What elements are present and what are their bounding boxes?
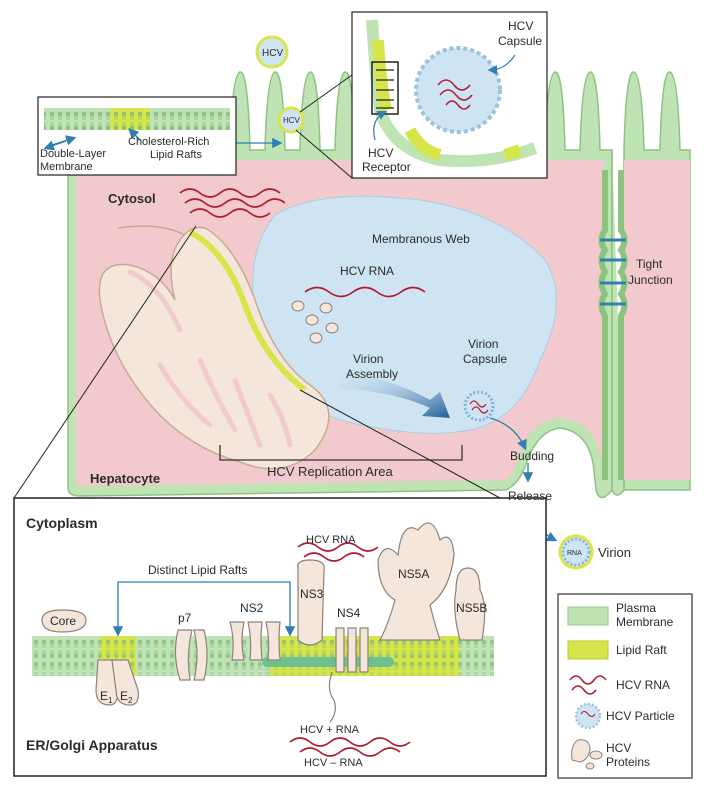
released-virion <box>558 534 594 570</box>
web-rna <box>304 286 426 298</box>
label-cytosol: Cytosol <box>108 191 156 206</box>
label-lipid-rafts-2: Lipid Rafts <box>150 149 202 161</box>
protein-ns5b <box>454 567 486 641</box>
legend-label-raft: Lipid Raft <box>616 643 667 657</box>
label-ns5b: NS5B <box>456 601 487 615</box>
label-er-golgi: ER/Golgi Apparatus <box>26 737 158 753</box>
label-ns3: NS3 <box>300 587 324 601</box>
protein-ns3 <box>297 559 325 646</box>
label-core: Core <box>50 614 76 628</box>
receptor-inset <box>351 11 548 179</box>
label-cytoplasm: Cytoplasm <box>26 515 98 531</box>
protein-ns5a <box>377 522 455 641</box>
hcv-particle-bound <box>277 106 305 134</box>
label-hcv-plus-rna: HCV + RNA <box>300 724 360 736</box>
label-virion-rna: RNA <box>567 550 582 557</box>
label-double-layer-1: Double-Layer <box>40 148 106 160</box>
replication-bracket <box>219 445 463 461</box>
label-virion-capsule-2: Capsule <box>463 352 507 366</box>
label-ns5a: NS5A <box>398 567 429 581</box>
tight-junction <box>598 170 628 480</box>
label-e1: E <box>100 689 108 703</box>
label-tight-junction-1: Tight <box>636 257 663 271</box>
protein-ns4 <box>335 627 369 673</box>
legend-proteins-icon <box>571 739 603 770</box>
capsid-proteins <box>291 300 339 344</box>
label-hcv-minus-rna: HCV – RNA <box>304 757 363 769</box>
er-membrane-panel <box>13 497 547 777</box>
label-budding: Budding <box>510 449 554 463</box>
label-ns2: NS2 <box>240 601 264 615</box>
label-e2: E <box>120 689 128 703</box>
protein-p7 <box>174 629 208 681</box>
legend-label-particle: HCV Particle <box>606 709 675 723</box>
label-tight-junction-2: Junction <box>628 273 673 287</box>
label-receptor-1: HCV <box>368 146 393 160</box>
legend-swatch-plasma <box>567 606 609 626</box>
hcv-particle-outside <box>255 35 289 69</box>
label-release: Release <box>508 489 552 503</box>
label-capsule-1: HCV <box>508 19 533 33</box>
label-hcv-rna: HCV RNA <box>340 264 394 278</box>
label-e1-sub: 1 <box>108 696 113 705</box>
er-golgi-stacks <box>98 225 330 470</box>
virion-capsule <box>463 390 495 422</box>
legend-particle-icon <box>574 702 602 730</box>
label-p7: p7 <box>178 611 192 625</box>
label-virion-assembly-2: Assembly <box>346 367 398 381</box>
label-ns4: NS4 <box>337 606 361 620</box>
cytosol-rna <box>179 188 286 218</box>
label-hcv-bound: HCV <box>283 116 301 125</box>
label-membranous-web: Membranous Web <box>372 232 470 246</box>
label-virion: Virion <box>598 545 631 560</box>
legend-swatch-raft <box>567 640 609 660</box>
legend <box>557 593 693 779</box>
legend-label-plasma-1: Plasma <box>616 601 656 615</box>
label-hcv-outside: HCV <box>262 48 283 59</box>
label-lipid-rafts-1: Cholesterol-Rich <box>128 136 209 148</box>
protein-core <box>41 609 87 633</box>
label-hepatocyte: Hepatocyte <box>90 471 160 486</box>
label-distinct-rafts: Distinct Lipid Rafts <box>148 563 247 577</box>
label-replication-area: HCV Replication Area <box>267 464 393 479</box>
protein-e2 <box>111 659 139 706</box>
legend-label-proteins-2: Proteins <box>606 755 650 769</box>
label-e2-sub: 2 <box>128 696 133 705</box>
virion-assembly-arrow <box>340 370 450 418</box>
legend-label-proteins-1: HCV <box>606 741 631 755</box>
label-virion-capsule-1: Virion <box>468 337 498 351</box>
membrane-inset <box>37 96 237 176</box>
legend-rna-icon <box>569 675 607 695</box>
label-capsule-2: Capsule <box>498 34 542 48</box>
label-panel-hcv-rna: HCV RNA <box>306 534 356 546</box>
label-receptor-2: Receptor <box>362 160 411 174</box>
protein-ns2 <box>229 621 281 661</box>
label-double-layer-2: Membrane <box>40 161 93 173</box>
legend-label-rna: HCV RNA <box>616 678 670 692</box>
label-virion-assembly-1: Virion <box>353 352 383 366</box>
legend-label-plasma-2: Membrane <box>616 615 674 629</box>
